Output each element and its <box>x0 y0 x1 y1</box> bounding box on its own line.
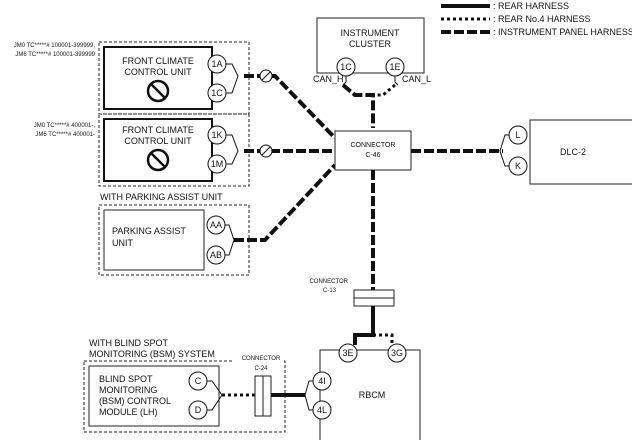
c13-line2: C-13 <box>323 288 337 294</box>
dlc-pin-k-label: K <box>515 161 521 171</box>
pau-line2: UNIT <box>112 238 133 248</box>
c13-top-half <box>353 289 395 299</box>
connector-c46: CONNECTOR C-46 <box>334 130 412 171</box>
fccu-a: JM0 TC*****# 100001-399999, JM6 TC*****#… <box>14 41 273 115</box>
fccu-b: JM0 TC*****# 400001-, JM6 TC*****# 40000… <box>34 113 273 187</box>
can-h-label: CAN_H <box>313 74 344 84</box>
wire-pau <box>234 163 337 242</box>
fccu-b-line1: FRONT CLIMATE <box>122 125 194 135</box>
cluster-pin-1c-label: 1C <box>340 62 352 72</box>
c46-line1: CONNECTOR <box>351 142 396 149</box>
c24-line1: CONNECTOR <box>242 356 281 362</box>
rbcm-pin-3g-label: 3G <box>391 348 403 358</box>
fccu-b-pin-1m-label: 1M <box>211 159 224 169</box>
dlc-2: DLC-2 L K <box>499 119 632 185</box>
bsm-pin-c-label: C <box>195 376 202 386</box>
pau-pin-aa-label: AA <box>210 220 222 230</box>
twisted-pair-icon <box>259 144 273 158</box>
fccu-a-vin2: JM6 TC*****# 100001-399999 <box>15 52 95 58</box>
rbcm-pin-leads <box>304 380 313 411</box>
c24-right-half <box>262 375 272 417</box>
instrument-cluster: INSTRUMENT CLUSTER 1C 1E CAN_H CAN_L <box>313 17 431 86</box>
cluster-pin-leads <box>342 76 399 86</box>
wire-fccu-a <box>244 74 337 140</box>
wire-cluster-canl <box>373 83 396 97</box>
fccu-b-pin-1k-label: 1K <box>211 130 222 140</box>
twisted-pair-icon <box>259 69 273 83</box>
dlc-pin-l-label: L <box>515 130 520 140</box>
fccu-a-vin1: JM0 TC*****# 100001-399999, <box>14 43 96 49</box>
cluster-pin-1e-label: 1E <box>389 62 400 72</box>
connector-c13: CONNECTOR C-13 <box>309 279 395 307</box>
pau-header: WITH PARKING ASSIST UNIT <box>100 192 223 202</box>
instrument-cluster-line2: CLUSTER <box>349 39 392 49</box>
bsm-line2: MONITORING <box>99 385 157 395</box>
c46-line2: C-46 <box>365 152 380 159</box>
c46-box <box>334 130 412 171</box>
fccu-a-pin-1a-label: 1A <box>211 59 222 69</box>
wire-c13-rbcm-3e <box>353 306 375 345</box>
rbcm: RBCM 3E 3G 4I 4L <box>304 343 421 440</box>
prohibited-icon <box>146 148 170 172</box>
fccu-b-pin-leads <box>226 134 239 165</box>
c13-line1: CONNECTOR <box>309 279 348 285</box>
dlc-name: DLC-2 <box>560 147 586 157</box>
dlc-pin-leads <box>499 134 509 167</box>
fccu-b-line2: CONTROL UNIT <box>124 136 192 146</box>
rbcm-pin-4i-label: 4I <box>318 376 326 386</box>
bsm-line3: (BSM) CONTROL <box>99 396 171 406</box>
pau-box <box>103 209 205 271</box>
wire-cluster-canh <box>341 83 375 128</box>
legend-rear-label: : REAR HARNESS <box>493 1 569 11</box>
c24-left-half <box>254 375 264 417</box>
c24-line2: C-24 <box>254 366 268 372</box>
bsm-line4: MODULE (LH) <box>99 407 158 417</box>
prohibited-icon <box>146 79 170 103</box>
instrument-cluster-box <box>316 17 425 74</box>
fccu-b-dashed-frame <box>98 113 250 187</box>
pau-dashed-frame <box>98 204 250 276</box>
rbcm-pin-3e-label: 3E <box>342 348 353 358</box>
fccu-a-box <box>103 46 213 110</box>
bsm-header-1: WITH BLIND SPOT <box>89 338 169 348</box>
wire-c13-rbcm-3g <box>373 333 394 345</box>
wires <box>222 74 503 397</box>
pau-pin-leads <box>225 224 235 256</box>
fccu-b-vin1: JM0 TC*****# 400001-, <box>34 123 96 129</box>
rbcm-name: RBCM <box>359 390 386 400</box>
rbcm-pin-3e <box>338 343 358 363</box>
fccu-a-line2: CONTROL UNIT <box>124 67 192 77</box>
pau-line1: PARKING ASSIST <box>112 226 186 236</box>
bsm-control-module: WITH BLIND SPOT MONITORING (BSM) SYSTEM … <box>83 338 286 433</box>
bsm-header-2: MONITORING (BSM) SYSTEM <box>89 349 215 359</box>
legend: : REAR HARNESS : REAR No.4 HARNESS : INS… <box>441 1 632 37</box>
fccu-a-pin-leads <box>226 63 239 94</box>
rbcm-pin-3g <box>387 343 407 363</box>
parking-assist-unit: WITH PARKING ASSIST UNIT PARKING ASSIST … <box>98 192 250 276</box>
c13-bottom-half <box>353 297 395 307</box>
connector-c24: CONNECTOR C-24 <box>233 349 283 417</box>
instrument-cluster-line1: INSTRUMENT <box>341 28 400 38</box>
bsm-pin-d-label: D <box>195 405 202 415</box>
can-l-label: CAN_L <box>402 74 431 84</box>
pau-pin-ab-label: AB <box>210 250 222 260</box>
legend-ip-label: : INSTRUMENT PANEL HARNESS <box>493 27 632 37</box>
bsm-line1: BLIND SPOT <box>99 374 153 384</box>
fccu-a-line1: FRONT CLIMATE <box>122 56 194 66</box>
fccu-a-pin-1c-label: 1C <box>211 88 223 98</box>
fccu-b-vin2: JM6 TC*****# 400001- <box>35 132 95 138</box>
bsm-pin-leads <box>207 380 223 411</box>
rbcm-pin-4l-label: 4L <box>317 405 327 415</box>
rbcm-box <box>319 349 421 440</box>
legend-rear-no4-label: : REAR No.4 HARNESS <box>493 14 591 24</box>
dlc-box <box>529 119 632 185</box>
bsm-dashed-frame <box>83 360 286 433</box>
